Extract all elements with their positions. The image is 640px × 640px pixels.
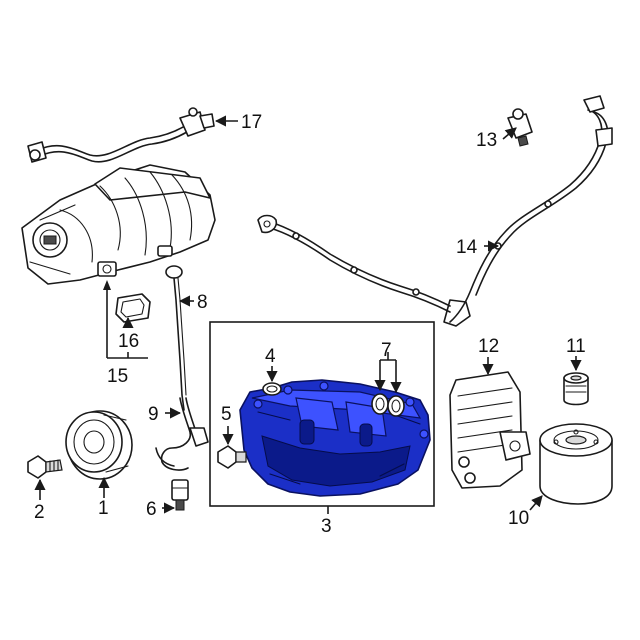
callout-15: 15 <box>107 366 128 387</box>
oil-pan-group-frame <box>209 321 435 507</box>
callout-1: 1 <box>98 498 109 519</box>
crankshaft-pulley <box>65 410 133 480</box>
callout-5: 5 <box>221 404 232 425</box>
intake-gasket <box>115 293 151 323</box>
breather-hose <box>27 107 215 163</box>
callout-17: 17 <box>241 112 262 133</box>
oil-cooler <box>449 371 531 489</box>
oil-filter <box>539 423 613 505</box>
callout-4: 4 <box>265 346 276 367</box>
callout-13: 13 <box>476 130 497 151</box>
callout-12: 12 <box>478 336 499 357</box>
sensor-connector <box>507 108 533 147</box>
callout-16: 16 <box>118 331 139 352</box>
callout-2: 2 <box>34 502 45 523</box>
callout-10: 10 <box>508 508 529 529</box>
oil-pan <box>239 379 431 497</box>
callout-6: 6 <box>146 499 157 520</box>
callout-14: 14 <box>456 237 478 258</box>
filter-element <box>563 372 589 406</box>
dipstick-tube <box>155 397 209 471</box>
oil-pan-seal <box>262 382 282 396</box>
drain-plug <box>217 445 247 469</box>
oil-dipstick <box>165 265 187 411</box>
callout-11: 11 <box>566 336 586 357</box>
leader-lines <box>34 115 582 514</box>
callout-8: 8 <box>197 292 208 313</box>
callout-7: 7 <box>381 340 392 361</box>
wiring-harness <box>257 95 613 327</box>
o-rings <box>371 393 405 417</box>
bolt <box>27 455 63 479</box>
oil-pressure-sensor <box>171 479 189 511</box>
intake-manifold <box>21 164 216 285</box>
callout-3: 3 <box>321 516 332 537</box>
callout-9: 9 <box>148 404 159 425</box>
